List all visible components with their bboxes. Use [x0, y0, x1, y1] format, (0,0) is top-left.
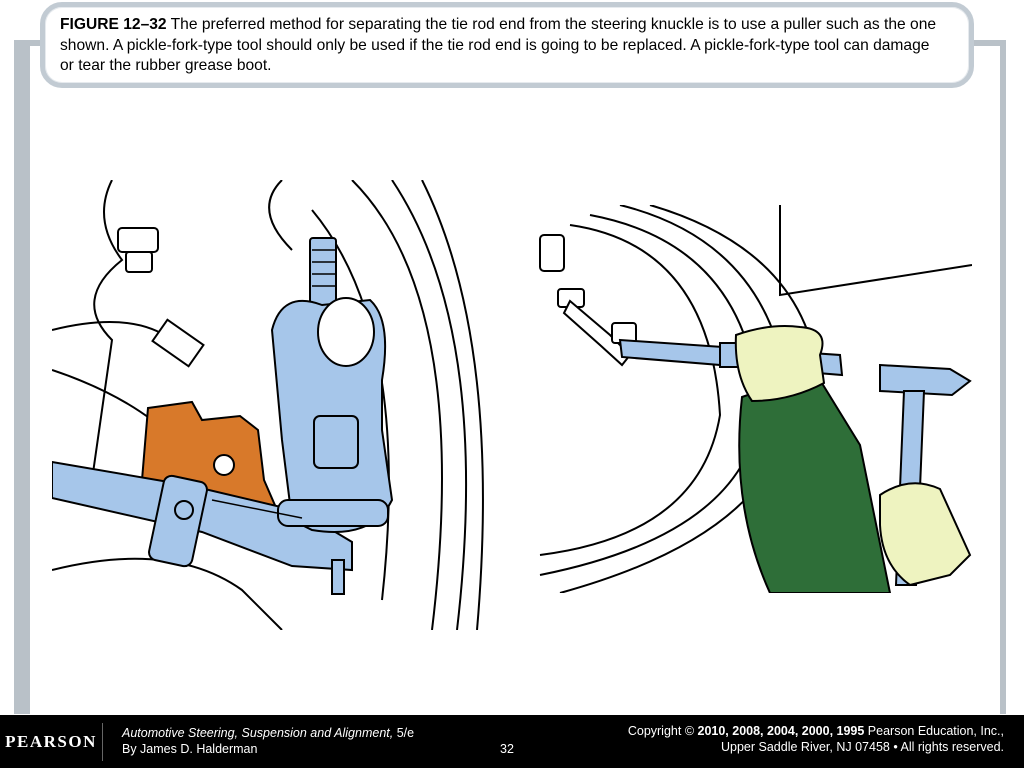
puller-illustration — [52, 180, 484, 630]
glove-right — [879, 482, 972, 587]
page-number: 32 — [500, 742, 514, 756]
slide-frame-left — [14, 40, 30, 714]
pearson-logo: PEARSON — [5, 731, 97, 751]
figure-caption: FIGURE 12–32 The preferred method for se… — [60, 15, 942, 77]
copyright-line-1: Copyright © 2010, 2008, 2004, 2000, 1995… — [628, 723, 1004, 739]
puller-tool — [270, 237, 394, 595]
copyright-address: Upper Saddle River, NJ 07458 • All right… — [721, 740, 1004, 754]
figure-caption-text: The preferred method for separating the … — [60, 16, 937, 74]
copyright-prefix: Copyright © — [627, 724, 698, 738]
footer-bar: PEARSON Automotive Steering, Suspension … — [0, 715, 1024, 768]
sleeve — [738, 378, 892, 593]
book-edition: 5/e — [393, 726, 415, 740]
copyright-years: 2010, 2008, 2004, 2000, 1995 — [697, 724, 865, 738]
pickle-fork-illustration — [530, 205, 972, 593]
puller-drawing — [52, 180, 484, 630]
slide-frame-top-left — [14, 40, 44, 46]
figure-label: FIGURE 12–32 — [60, 16, 167, 33]
pickle-fork-drawing — [539, 205, 972, 593]
caption-box — [40, 2, 974, 88]
hammer-head — [879, 363, 972, 397]
slide-frame-right — [1000, 40, 1006, 714]
book-title: Automotive Steering, Suspension and Alig… — [122, 725, 414, 741]
glove-left — [734, 325, 826, 403]
copyright-notice: Copyright © 2010, 2008, 2004, 2000, 1995… — [628, 723, 1004, 755]
book-author: By James D. Halderman — [122, 742, 258, 756]
copyright-publisher: Pearson Education, Inc., — [864, 724, 1004, 738]
book-title-italic: Automotive Steering, Suspension and Alig… — [122, 726, 394, 740]
slide-frame-top-right — [966, 40, 1006, 46]
footer-divider — [102, 723, 103, 761]
